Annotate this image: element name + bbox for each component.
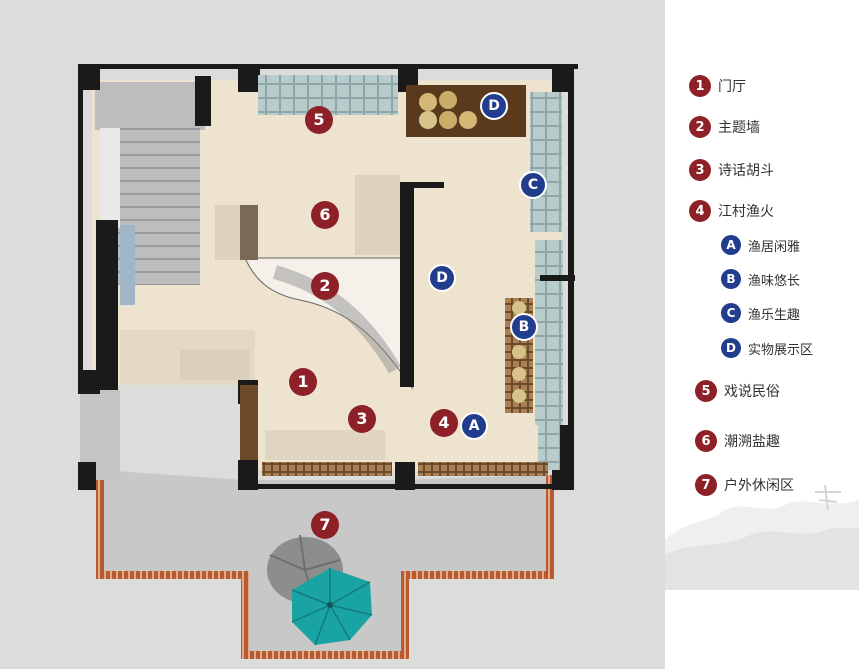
marker-A: A [460,412,488,440]
legend-item-5: 5 戏说民俗 [695,380,780,402]
legend-item-C: C 渔乐生趣 [721,303,800,323]
marker-3: 3 [348,405,376,433]
ink-wash-landscape [665,484,859,590]
marker-1: 1 [289,368,317,396]
legend-badge: 2 [689,116,711,138]
legend-badge: 3 [689,159,711,181]
legend-item-7: 7 户外休闲区 [695,474,794,496]
legend-badge: 5 [695,380,717,402]
legend-label: 江村渔火 [718,204,774,220]
floor-plan: 1 2 3 4 5 6 7 A B C D D [0,0,665,669]
patio-umbrellas [267,534,373,646]
legend-label: 潮溯盐趣 [724,434,780,450]
legend-badge: C [721,303,741,323]
legend-badge: D [721,338,741,358]
legend-item-D: D 实物展示区 [721,338,813,358]
legend-item-6: 6 潮溯盐趣 [695,430,780,452]
legend-label: 渔乐生趣 [748,307,801,323]
legend: 1 门厅 2 主题墙 3 诗话胡斗 4 江村渔火 A 渔居闲雅 B 渔味悠长 C… [665,0,859,669]
legend-label: 门厅 [718,79,746,95]
legend-badge: 7 [695,474,717,496]
legend-badge: 1 [689,75,711,97]
marker-7: 7 [311,511,339,539]
marker-2: 2 [311,272,339,300]
legend-item-4: 4 江村渔火 [689,200,774,222]
legend-label: 诗话胡斗 [718,163,774,179]
legend-label: 戏说民俗 [724,384,780,400]
legend-badge: B [721,269,741,289]
legend-label: 渔居闲雅 [748,239,801,255]
staircase [95,82,205,305]
marker-C: C [519,171,547,199]
marker-5: 5 [305,106,333,134]
legend-label: 实物展示区 [748,342,814,358]
theme-wall [240,182,444,390]
legend-label: 主题墙 [718,120,760,136]
floor-plan-drawing [78,64,578,659]
marker-D-center: D [428,264,456,292]
legend-badge: 6 [695,430,717,452]
marker-B: B [510,313,538,341]
marker-D-top: D [480,92,508,120]
legend-badge: A [721,235,741,255]
legend-label: 渔味悠长 [748,273,801,289]
legend-item-1: 1 门厅 [689,75,746,97]
marker-4: 4 [430,409,458,437]
legend-label: 户外休闲区 [724,478,794,494]
legend-item-B: B 渔味悠长 [721,269,800,289]
legend-item-2: 2 主题墙 [689,116,760,138]
legend-item-3: 3 诗话胡斗 [689,159,774,181]
marker-6: 6 [311,201,339,229]
bottom-displays [240,385,548,476]
legend-badge: 4 [689,200,711,222]
legend-item-A: A 渔居闲雅 [721,235,800,255]
right-displays [505,240,575,470]
